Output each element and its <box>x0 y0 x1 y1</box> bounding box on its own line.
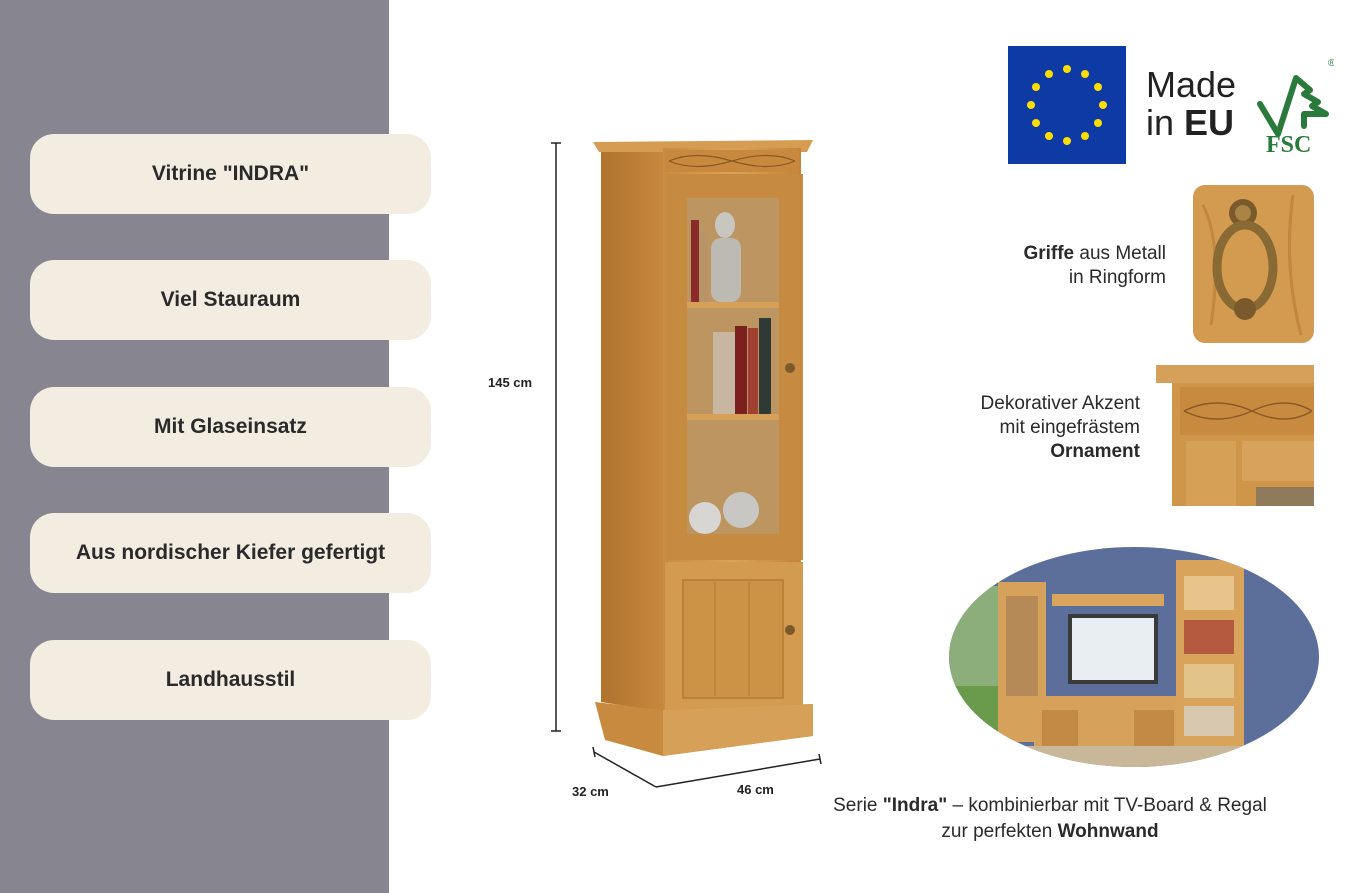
ornament-line-2: mit eingefrästem <box>999 417 1140 438</box>
ornament-detail-photo <box>1156 365 1314 506</box>
feature-pill-1: Vitrine "INDRA" <box>30 134 431 214</box>
series-line-2: zur perfekten Wohnwand <box>790 819 1310 845</box>
fsc-tree-icon: ® FSC <box>1257 58 1334 156</box>
vitrine-cabinet-image <box>593 140 813 756</box>
ornament-bold: Ornament <box>1050 441 1140 462</box>
feature-label: Aus nordischer Kiefer gefertigt <box>75 541 386 564</box>
in-word: in <box>1146 102 1175 143</box>
series-name: "Indra" <box>882 795 948 816</box>
series-caption: Serie "Indra" – kombinierbar mit TV-Boar… <box>790 793 1310 845</box>
handle-line-2: in Ringform <box>1068 267 1166 288</box>
feature-label: Landhausstil <box>165 668 296 691</box>
feature-label: Mit Glaseinsatz <box>154 415 307 438</box>
dimension-lines <box>551 142 822 788</box>
made-in-eu-text: Made in EU <box>1146 66 1236 142</box>
ornament-line-3: Ornament <box>900 440 1140 464</box>
height-label: 145 cm <box>488 375 533 390</box>
series-line-1: Serie "Indra" – kombinierbar mit TV-Boar… <box>790 793 1310 819</box>
made-line: Made <box>1146 64 1237 105</box>
series-middle: – kombinierbar mit TV-Board & Regal <box>947 795 1267 816</box>
handle-line-1: Griffe aus Metall <box>940 242 1166 266</box>
feature-pill-2: Viel Stauraum <box>30 260 431 340</box>
eu-word: EU <box>1184 102 1235 143</box>
feature-pill-3: Mit Glaseinsatz <box>30 387 431 467</box>
series-line2-prefix: zur perfekten <box>941 821 1058 842</box>
width-label: 46 cm <box>737 782 774 797</box>
made-in-eu-logo: Made in EU ® FSC <box>1008 46 1338 164</box>
in-eu-line: in EU <box>1146 104 1236 142</box>
fsc-registered: ® <box>1328 58 1334 69</box>
feature-pill-4: Aus nordischer Kiefer gefertigt <box>30 513 431 593</box>
series-prefix: Serie <box>833 795 883 816</box>
handle-rest: aus Metall <box>1074 243 1166 264</box>
ring-handle-photo <box>1193 185 1314 343</box>
series-line2-bold: Wohnwand <box>1057 821 1159 842</box>
handle-bold: Griffe <box>1023 243 1075 264</box>
feature-label: Viel Stauraum <box>160 288 301 311</box>
feature-pill-5: Landhausstil <box>30 640 431 720</box>
fsc-label: FSC <box>1266 132 1311 156</box>
eu-flag-icon <box>1008 46 1126 164</box>
feature-label: Vitrine "INDRA" <box>151 162 310 185</box>
series-room-photo <box>949 547 1319 767</box>
ornament-caption: Dekorativer Akzent mit eingefrästem Orna… <box>900 392 1140 464</box>
depth-label: 32 cm <box>572 784 609 799</box>
handle-caption: Griffe aus Metall in Ringform <box>940 242 1166 290</box>
ornament-line-1: Dekorativer Akzent <box>980 393 1140 414</box>
